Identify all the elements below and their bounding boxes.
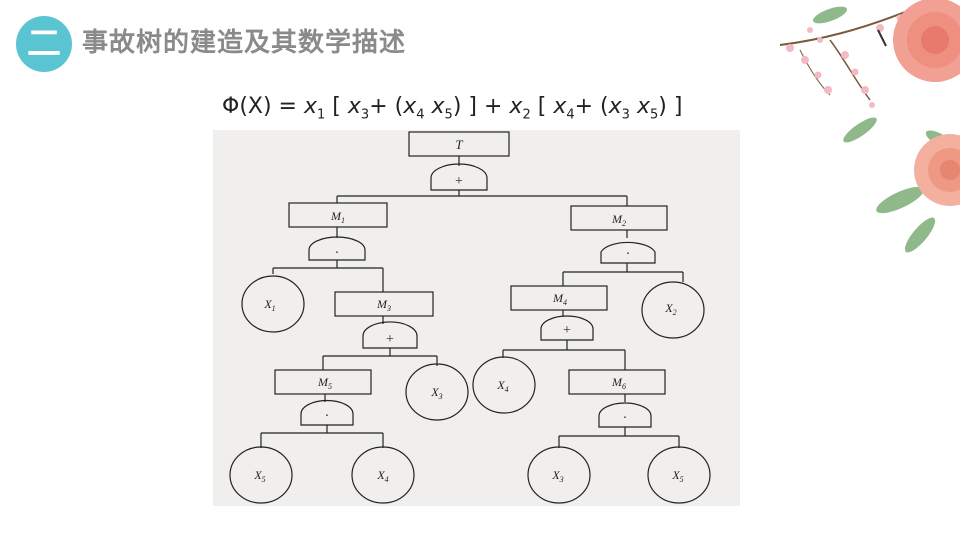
and-gate-m2 xyxy=(600,241,656,264)
basic-event-x5-b xyxy=(647,446,711,504)
basic-event-x3-a xyxy=(405,363,469,421)
or-gate-top-symbol: + xyxy=(455,174,463,189)
and-gate-m1 xyxy=(308,236,366,261)
basic-event-x4-a-label: X4 xyxy=(496,378,508,394)
basic-event-x5-b-label: X5 xyxy=(671,468,683,484)
event-box-m2 xyxy=(570,205,668,231)
slide-title: 事故树的建造及其数学描述 xyxy=(82,28,407,58)
or-gate-m3 xyxy=(362,321,418,349)
event-box-m1 xyxy=(288,202,388,228)
top-event-label: T xyxy=(455,137,463,152)
event-box-m3 xyxy=(334,291,434,317)
and-gate-m6-symbol: · xyxy=(623,411,628,426)
basic-event-x4-b xyxy=(351,446,415,504)
basic-event-x2-label: X2 xyxy=(664,301,676,317)
and-gate-m2-symbol: · xyxy=(626,247,631,262)
or-gate-m4-symbol: + xyxy=(563,323,571,338)
formula-lhs: Φ(X) xyxy=(222,94,272,119)
and-gate-m6 xyxy=(598,402,652,428)
basic-event-x2 xyxy=(641,281,705,339)
event-box-m4 xyxy=(510,285,608,311)
floral-decoration-image xyxy=(779,0,960,253)
basic-event-x1 xyxy=(241,275,305,333)
or-gate-m4 xyxy=(540,315,594,341)
event-label-m6: M6 xyxy=(611,375,626,391)
or-gate-top xyxy=(430,163,488,191)
structure-function-formula: Φ(X) = x1 [ x3+ (x4 x5) ] + x2 [ x4+ (x3… xyxy=(222,94,683,123)
event-label-m2: M2 xyxy=(611,212,626,228)
basic-event-x4-a xyxy=(472,356,536,414)
event-box-m6 xyxy=(568,369,666,395)
event-label-m1: M1 xyxy=(330,209,345,225)
basic-event-x5-a-label: X5 xyxy=(253,468,265,484)
and-gate-m5 xyxy=(300,399,354,426)
basic-event-x1-label: X1 xyxy=(263,297,275,313)
event-label-m4: M4 xyxy=(552,291,567,307)
scanned-figure-background xyxy=(213,130,740,506)
event-label-m3: M3 xyxy=(376,297,391,313)
event-label-m5: M5 xyxy=(317,375,332,391)
basic-event-x3-b xyxy=(527,446,591,504)
and-gate-m5-symbol: · xyxy=(325,409,330,424)
fault-tree-diagram: T + M1 · M2 · X1 M3 + M4 + X2 M5 xyxy=(229,131,711,504)
basic-event-x3-b-label: X3 xyxy=(551,468,563,484)
basic-event-x4-b-label: X4 xyxy=(376,468,388,484)
or-gate-m3-symbol: + xyxy=(386,332,394,347)
basic-event-x5-a xyxy=(229,446,293,504)
basic-event-x3-a-label: X3 xyxy=(430,385,442,401)
section-number: 二 xyxy=(27,24,61,64)
section-number-badge: 二 xyxy=(16,16,72,72)
and-gate-m1-symbol: · xyxy=(335,246,340,261)
event-box-m5 xyxy=(274,369,372,395)
